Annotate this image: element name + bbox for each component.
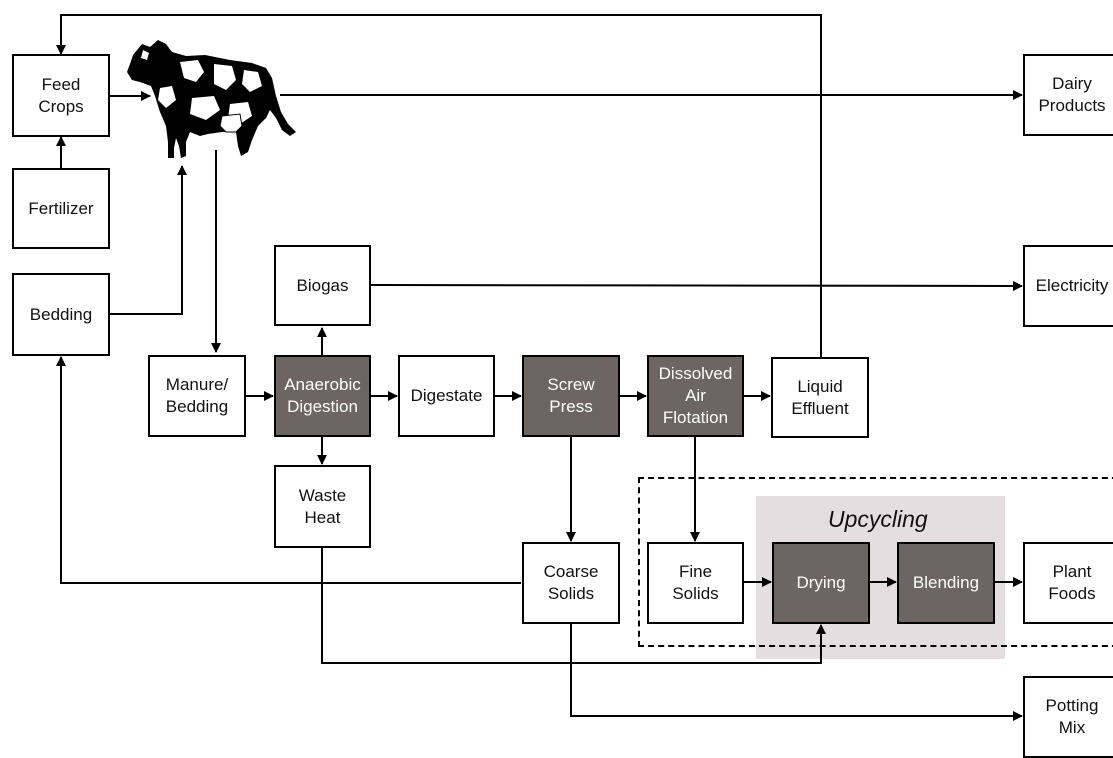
waste-heat-label: Waste Heat [298,485,347,527]
potting-mix-label: Potting Mix [1045,696,1099,737]
screw-press-label: Screw Press [547,375,595,416]
blending-box: Blending [897,542,995,624]
digestate-label: Digestate [410,386,483,405]
arrow-effluent-to-feed-crops [56,14,822,357]
manure-bedding-label: Manure/ Bedding [165,375,229,416]
waste-heat-box: Waste Heat [274,465,371,548]
upcycling-title: Upcycling [828,506,928,532]
anaerobic-digestion-box: Anaerobic Digestion [274,355,371,437]
feed-crops-box: Feed Crops [12,54,110,137]
dissolved-air-flotation-box: Dissolved Air Flotation [647,355,744,437]
arrow-biogas-to-electricity [370,280,1023,291]
liquid-effluent-label: Liquid Effluent [791,376,849,418]
coarse-solids-label: Coarse Solids [543,562,599,603]
arrow-bedding-to-cow [110,165,187,315]
arrow-waste-heat-to-drying [321,548,826,664]
liquid-effluent-box: Liquid Effluent [771,357,869,438]
potting-mix-box: Potting Mix [1023,676,1113,758]
plant-foods-label: Plant Foods [1048,562,1096,603]
bedding-box: Bedding [12,273,110,356]
fine-solids-box: Fine Solids [647,542,744,624]
arrow-coarse-to-bedding [56,356,521,584]
arrow-coarse-to-potting [570,624,1023,721]
electricity-label: Electricity [1035,276,1109,295]
anaerobic-digestion-label: Anaerobic Digestion [284,375,361,416]
plant-foods-box: Plant Foods [1023,542,1113,624]
dairy-products-box: Dairy Products [1023,54,1113,136]
feed-crops-label: Feed Crops [38,74,84,116]
biogas-box: Biogas [274,245,371,326]
coarse-solids-box: Coarse Solids [522,542,620,624]
fine-solids-label: Fine Solids [672,562,719,603]
blending-label: Blending [912,573,980,592]
manure-bedding-box: Manure/ Bedding [148,355,246,437]
digestate-box: Digestate [398,355,495,437]
fertilizer-label: Fertilizer [28,198,94,218]
electricity-box: Electricity [1023,245,1113,327]
drying-box: Drying [772,542,870,624]
dairy-products-label: Dairy Products [1038,74,1106,115]
drying-label: Drying [796,573,846,592]
bedding-label: Bedding [29,304,93,324]
cow-icon [127,40,296,158]
biogas-label: Biogas [296,275,349,295]
upcycling-boundary [638,477,1113,647]
fertilizer-box: Fertilizer [12,168,110,249]
dissolved-air-flotation-label: Dissolved Air Flotation [658,364,733,427]
screw-press-box: Screw Press [522,355,620,437]
